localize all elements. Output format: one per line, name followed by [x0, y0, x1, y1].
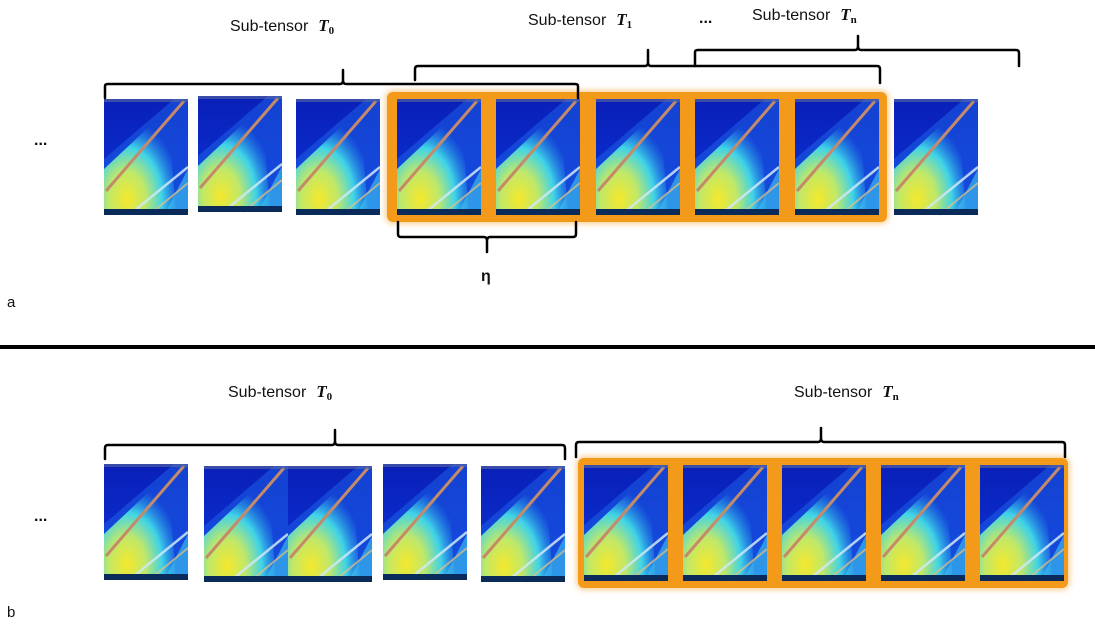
- panel-label-b: b: [7, 604, 16, 621]
- bracket-Tn-b: [574, 426, 1067, 459]
- bracket-eta: [396, 220, 578, 254]
- eta-label: η: [481, 268, 491, 285]
- panel-divider: [0, 345, 1095, 349]
- leading-ellipsis-a: ...: [34, 132, 48, 149]
- panel-label-a: a: [7, 294, 16, 311]
- bracket-T0-b: [103, 428, 567, 461]
- bracket-Tn-a: [693, 34, 1021, 68]
- leading-ellipsis-b: ...: [34, 508, 48, 525]
- ellipsis-between-labels: ...: [699, 10, 713, 27]
- bracket-T0-a: [103, 68, 580, 100]
- bracket-T1-a: [413, 48, 882, 85]
